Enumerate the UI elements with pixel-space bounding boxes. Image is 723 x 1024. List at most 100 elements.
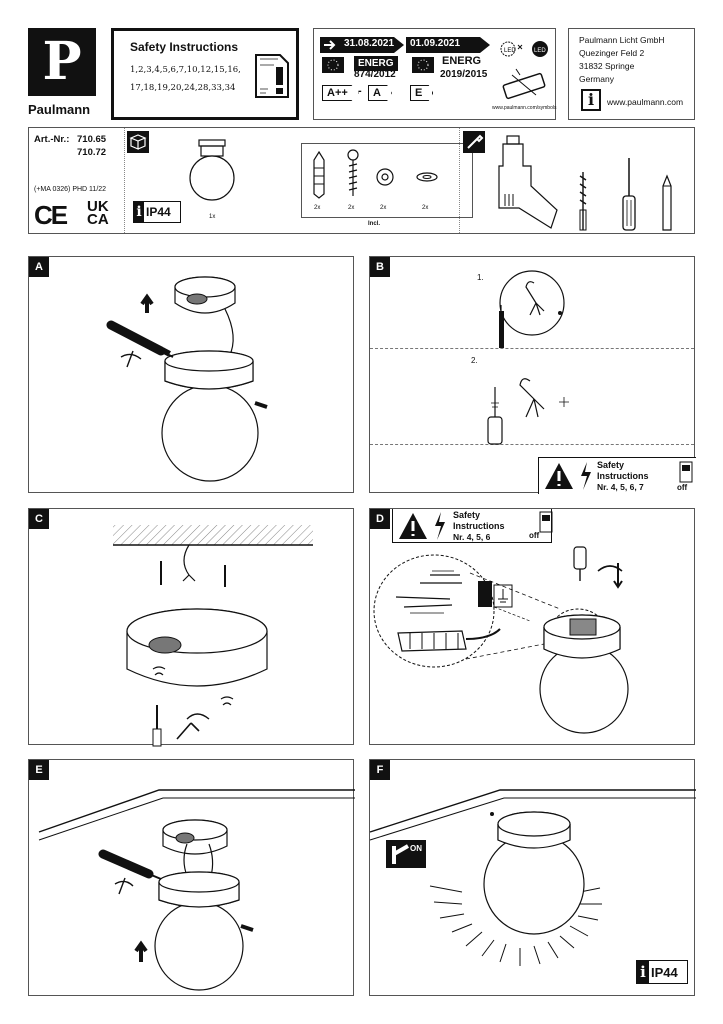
included-label: Incl. xyxy=(368,221,381,227)
step-b-substep-1: 1. xyxy=(477,273,484,282)
step-d-badge: D xyxy=(370,509,390,529)
step-c-panel: C xyxy=(28,508,354,747)
energy-regulation-1: 874/2012 xyxy=(354,69,396,80)
step-b-illustration xyxy=(487,270,569,445)
arrow-banner-2 xyxy=(406,37,490,53)
step-d-safety-title-2: Instructions xyxy=(453,521,505,531)
eu-flag-icon xyxy=(322,57,344,73)
pencil-icon xyxy=(662,174,672,231)
led-bulb-icon: LED LED xyxy=(500,41,548,57)
screw-icon xyxy=(347,149,359,196)
address-box: Paulmann Licht GmbH Quezinger Feld 2 318… xyxy=(568,28,695,120)
bulb-disposal-icon xyxy=(502,68,546,100)
tools-icon xyxy=(463,131,485,153)
safety-instructions-box: Safety Instructions 1,2,3,4,5,6,7,10,12,… xyxy=(111,28,299,120)
step-e-illustration xyxy=(38,789,355,991)
step-b-safety-title-2: Instructions xyxy=(597,471,649,481)
lamp-quantity: 1x xyxy=(209,214,216,220)
step-b-off-label: off xyxy=(677,483,688,492)
step-a-panel: A xyxy=(28,256,354,493)
vertical-divider xyxy=(124,128,125,233)
electric-hazard-icon-d xyxy=(435,512,445,540)
brand-name: Paulmann xyxy=(28,102,91,117)
energy-class-new: E xyxy=(410,85,434,101)
logo-square: P xyxy=(28,28,96,96)
energy-date-1: 31.08.2021 xyxy=(344,38,395,49)
website-link[interactable]: www.paulmann.com xyxy=(607,97,684,107)
energy-class-dash: - xyxy=(358,85,362,97)
safety-numbers-line2: 17,18,19,20,24,28,33,34 xyxy=(130,83,236,93)
warning-triangle-icon-d xyxy=(399,513,427,539)
step-e-panel: E xyxy=(28,759,355,996)
ip44-badge-f: i IP44 xyxy=(636,960,688,984)
screwdriver-icon xyxy=(622,158,636,231)
symbols-url[interactable]: www.paulmann.com/symbols xyxy=(492,105,557,111)
svg-text:LED: LED xyxy=(534,48,546,54)
svg-text:LED: LED xyxy=(504,48,516,54)
article-label: Art.-Nr.: xyxy=(34,134,70,145)
eu-flag-icon-2 xyxy=(412,57,434,73)
lamp-illustration xyxy=(189,139,235,201)
step-b-badge: B xyxy=(370,257,390,277)
step-f-panel: F ON i IP44 xyxy=(369,759,696,996)
vertical-divider-2 xyxy=(459,128,460,233)
parts-box: 2x 2x 2x 2x xyxy=(301,143,473,218)
info-icon: i xyxy=(581,89,601,111)
safety-numbers-line1: 1,2,3,4,5,6,7,10,12,15,16, xyxy=(130,65,241,75)
energy-date-2: 01.09.2021 xyxy=(410,38,461,49)
wall-plug-icon xyxy=(313,150,325,199)
energy-label-2: ENERG xyxy=(442,55,482,67)
switch-off-icon-d xyxy=(539,511,553,533)
article-number-2: 710.72 xyxy=(77,147,107,158)
document-warning-icon xyxy=(255,54,289,98)
drill-bit-icon xyxy=(579,172,587,231)
step-b-divider-1 xyxy=(370,348,694,349)
step-b-safety-numbers: Nr. 4, 5, 6, 7 xyxy=(597,482,644,492)
ce-mark: CE xyxy=(34,200,68,230)
warning-triangle-icon xyxy=(545,463,573,489)
step-d-off-label: off xyxy=(529,531,540,540)
energy-class-old-a: A++ xyxy=(322,85,359,101)
ip44-badge: i IP44 xyxy=(133,201,181,223)
article-reference: (+MA 0326) PHD 11/22 xyxy=(34,186,107,193)
address-line-3: 31832 Springe xyxy=(579,61,635,71)
drill-icon xyxy=(498,135,558,229)
step-b-panel: B 1. 2. Safety Instructions Nr. 4, 5, 6,… xyxy=(369,256,696,494)
step-b-safety-title-1: Safety xyxy=(597,460,625,470)
ukca-mark: UK CA xyxy=(87,198,109,228)
arrow-banner-1 xyxy=(320,37,404,53)
energy-regulation-2: 2019/2015 xyxy=(440,69,488,80)
switch-on-icon: ON xyxy=(386,840,426,868)
energy-class-old-b: A xyxy=(368,85,392,101)
article-box: Art.-Nr.: 710.65 710.72 (+MA 0326) PHD 1… xyxy=(28,127,695,234)
washer-icon xyxy=(376,168,394,186)
brand-logo: P Paulmann xyxy=(28,28,96,120)
step-d-panel: D Safety Instructions Nr. 4, 5, 6 off 7m… xyxy=(369,508,695,745)
energy-label-box: 31.08.2021 01.09.2021 ENERG 874/2012 ENE… xyxy=(313,28,556,120)
step-b-safety-box: Safety Instructions Nr. 4, 5, 6, 7 off xyxy=(538,457,696,494)
logo-letter: P xyxy=(42,31,82,92)
step-c-illustration xyxy=(113,525,313,747)
switch-off-icon xyxy=(679,461,693,483)
step-c-badge: C xyxy=(29,509,49,529)
address-line-1: Paulmann Licht GmbH xyxy=(579,35,665,45)
box-package-icon xyxy=(127,131,149,153)
switch-lever-icon xyxy=(392,844,409,864)
switch-on-label: ON xyxy=(410,844,422,853)
seal-ring-icon xyxy=(416,172,438,182)
step-d-safety-numbers: Nr. 4, 5, 6 xyxy=(453,532,491,542)
electric-hazard-icon xyxy=(581,462,591,490)
step-f-badge: F xyxy=(370,760,390,780)
safety-title: Safety Instructions xyxy=(130,40,239,54)
step-f-illustration xyxy=(369,789,696,966)
step-d-illustration xyxy=(373,546,629,734)
step-b-divider-2 xyxy=(370,444,694,445)
step-d-safety-box: Safety Instructions Nr. 4, 5, 6 off xyxy=(392,509,553,543)
article-number-1: 710.65 xyxy=(77,134,107,145)
step-a-badge: A xyxy=(29,257,49,277)
parts-qty-screw: 2x xyxy=(348,205,355,211)
step-d-safety-title-1: Safety xyxy=(453,510,481,520)
parts-qty-washer: 2x xyxy=(380,205,387,211)
step-a-illustration xyxy=(106,276,268,482)
step-e-badge: E xyxy=(29,760,49,780)
